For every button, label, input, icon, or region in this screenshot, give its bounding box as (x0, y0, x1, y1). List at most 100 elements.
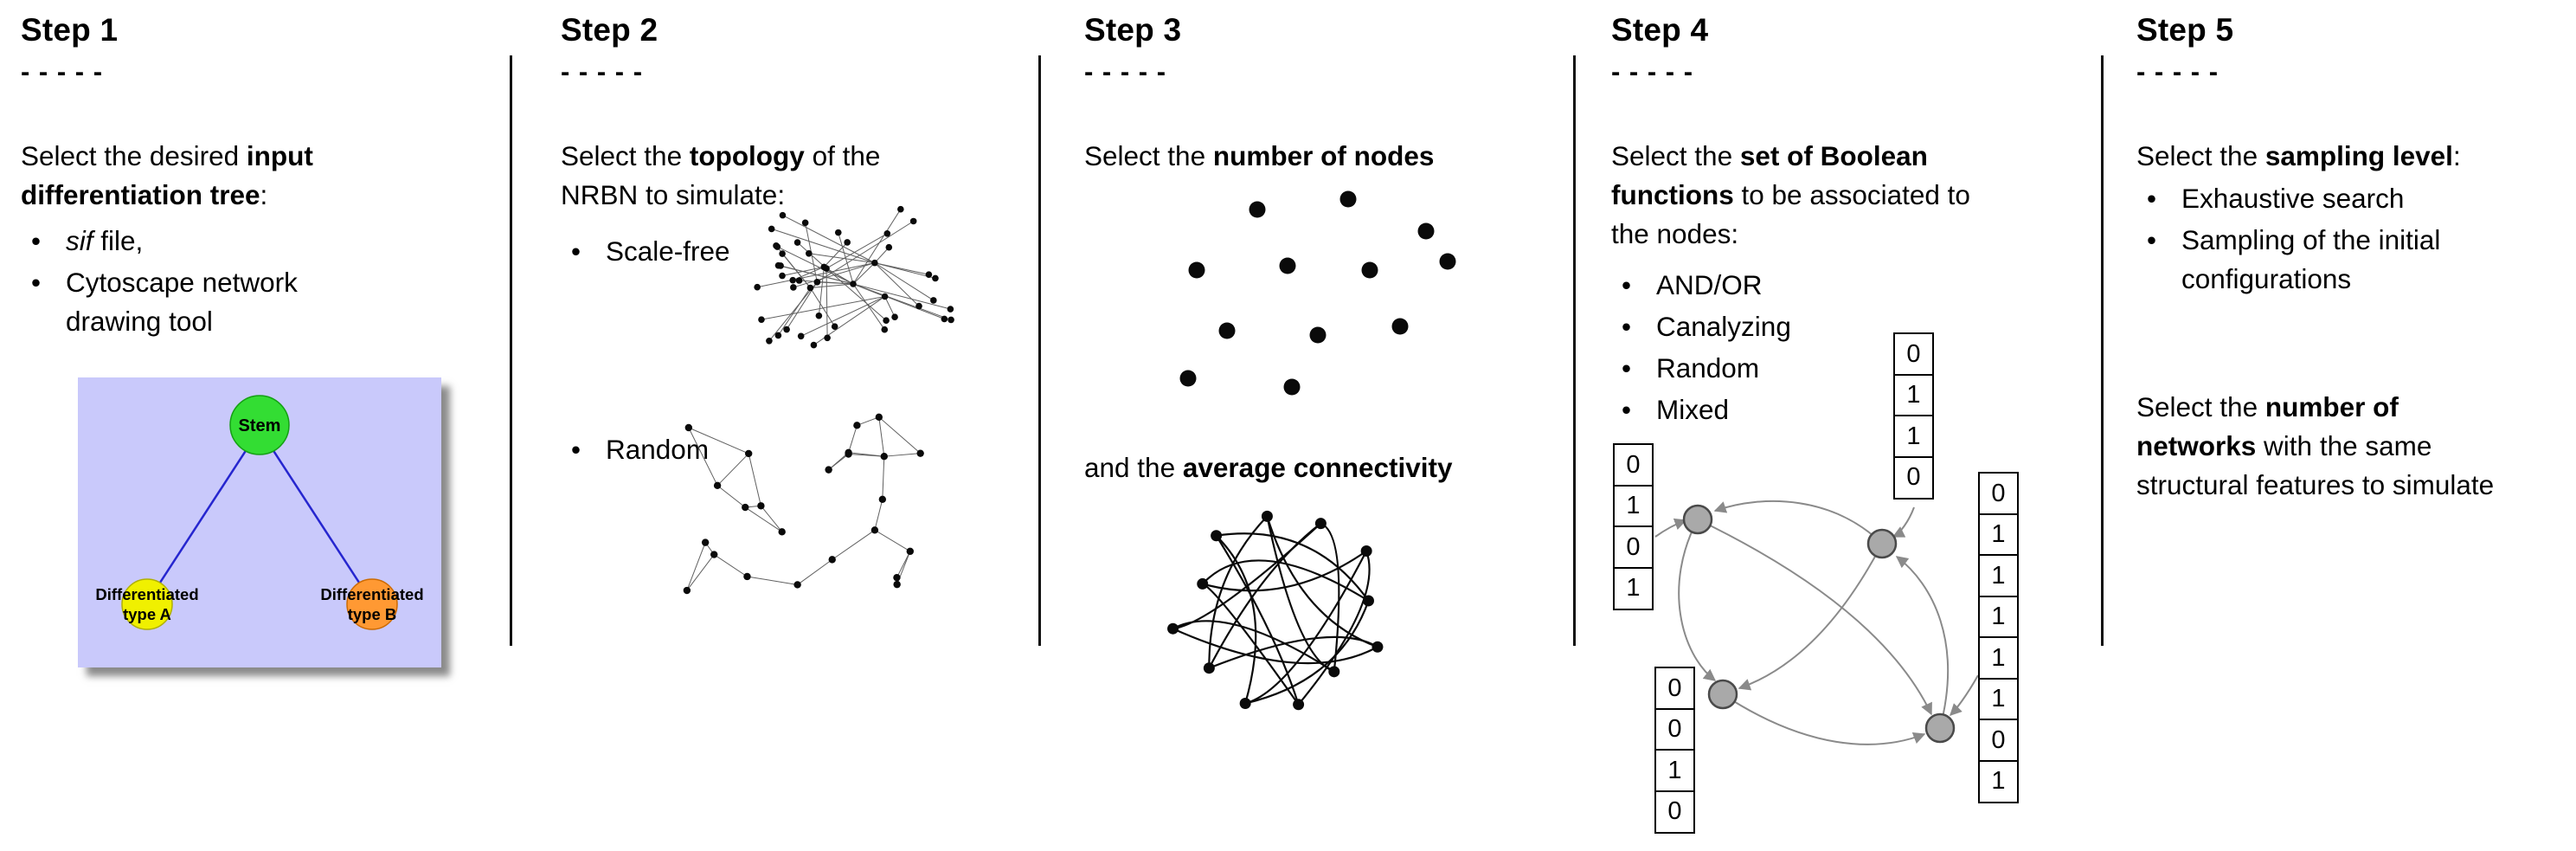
type-b-label-line1: Differentiated (320, 585, 423, 603)
bullet-text: Canalyzing (1656, 311, 1791, 342)
step4-intro: Select the set of Boolean functions to b… (1611, 140, 1970, 249)
type-a-label-line1: Differentiated (95, 585, 198, 603)
truth-table-cell: 0 (1978, 472, 2019, 515)
boolean-network-graphic (1654, 500, 1979, 745)
vertical-divider (1038, 55, 1041, 646)
step1-column: Step 1 - - - - - Select the desired inpu… (21, 0, 488, 851)
truth-table-cell: 0 (1654, 667, 1695, 710)
bullet-text: sif file, (66, 225, 144, 256)
truth-table-cell: 0 (1654, 790, 1695, 834)
step5-title: Step 5 (2136, 12, 2234, 48)
stem-node-label: Stem (239, 416, 281, 435)
truth-table-cell: 0 (1654, 707, 1695, 751)
bullet-icon: • (571, 434, 581, 465)
truth-table-cell: 1 (1978, 595, 2019, 639)
truth-table-cell: 1 (1613, 566, 1654, 610)
bullet-text: Cytoscape network drawing tool (66, 267, 298, 337)
boolean-function-option-mixed: • Mixed (1611, 390, 2096, 429)
regulation-arrow (1738, 543, 1883, 691)
bullet-icon: • (2147, 183, 2157, 214)
step4-title: Step 4 (1611, 12, 1709, 48)
step2-dashes: - - - - - (561, 56, 644, 87)
bullet-icon: • (2147, 224, 2157, 255)
bullet-text: Mixed (1656, 394, 1730, 425)
regulation-arrow (1722, 693, 1926, 745)
truth-table-cell: 0 (1893, 332, 1934, 376)
list-item: • Cytoscape network drawing tool (21, 263, 488, 341)
step4-dashes: - - - - - (1611, 56, 1694, 87)
bullet-icon: • (31, 225, 42, 256)
boolean-function-option-random: • Random (1611, 349, 2096, 388)
regulation-arrow (1713, 500, 1883, 545)
step1-bullet-list: • sif file, • Cytoscape network drawing … (21, 222, 488, 341)
step5-intro: Select the sampling level: (2136, 140, 2461, 171)
sampling-option-initial-configurations: • Sampling of the initial configurations (2136, 221, 2560, 299)
truth-table-cell: 1 (1978, 677, 2019, 721)
boolean-function-option-canalyzing: • Canalyzing (1611, 307, 2096, 346)
bullet-icon: • (1622, 269, 1632, 300)
bullet-icon: • (31, 267, 42, 298)
truth-table-cell: 1 (1613, 484, 1654, 528)
boolean-network-node (1707, 679, 1738, 710)
step5-networks-text: Select the number of networks with the s… (2136, 391, 2495, 500)
truth-table-cell: 1 (1893, 373, 1934, 417)
bullet-icon: • (571, 235, 581, 267)
bullet-icon: • (1622, 394, 1632, 425)
truth-table-cell: 1 (1654, 749, 1695, 792)
bullet-text: Random (606, 434, 710, 465)
truth-table-cell: 1 (1978, 759, 2019, 803)
truth-table-cell: 1 (1893, 415, 1934, 458)
truth-table-cell: 0 (1613, 443, 1654, 487)
regulation-arrow (1697, 519, 1932, 716)
step5-bullet-list: • Exhaustive search • Sampling of the in… (2136, 179, 2560, 299)
truth-table-cell: 1 (1978, 554, 2019, 597)
bullet-text: AND/OR (1656, 269, 1763, 300)
type-b-label-line2: type B (348, 605, 397, 623)
vertical-divider (2101, 55, 2104, 646)
bullet-text: Random (1656, 352, 1760, 384)
step4-column: Step 4 - - - - - Select the set of Boole… (1611, 0, 2096, 851)
scale-free-network-graphic (754, 205, 954, 349)
bullet-text: Exhaustive search (2181, 183, 2405, 214)
step1-intro: Select the desired input differentiation… (21, 140, 313, 210)
step4-bullet-list: • AND/OR • Canalyzing • Random • Mixed (1611, 266, 2096, 429)
step5-column: Step 5 - - - - - Select the sampling lev… (2136, 0, 2560, 851)
step1-title: Step 1 (21, 12, 119, 48)
truth-table-cell: 0 (1978, 719, 2019, 762)
regulation-arrow (1678, 519, 1717, 681)
step3-intro: Select the number of nodes (1084, 140, 1435, 171)
truth-table-cell: 1 (1978, 513, 2019, 557)
step3-connectivity-text: and the average connectivity (1084, 452, 1453, 483)
differentiated-type-b-node (346, 578, 398, 630)
step2-title: Step 2 (561, 12, 658, 48)
tree-edge (145, 429, 261, 603)
truth-table-cell: 0 (1613, 525, 1654, 569)
step3-title: Step 3 (1084, 12, 1182, 48)
vertical-divider (510, 55, 512, 646)
boolean-network-node (1924, 712, 1956, 744)
step2-intro: Select the topology of the NRBN to simul… (561, 140, 881, 210)
sampling-option-exhaustive: • Exhaustive search (2136, 179, 2560, 218)
regulation-arrow (1950, 674, 1979, 716)
type-a-label-line2: type A (123, 605, 171, 623)
topology-option-random: • Random (561, 430, 709, 469)
list-item: • sif file, (21, 222, 488, 261)
differentiation-tree-figure: Stem Differentiated type A Differentiate… (78, 377, 441, 667)
boolean-network-node (1682, 504, 1713, 535)
stem-node (229, 395, 290, 455)
regulation-arrow (1895, 556, 1950, 729)
truth-table-cell: 1 (1978, 636, 2019, 680)
step1-dashes: - - - - - (21, 56, 104, 87)
bullet-icon: • (1622, 352, 1632, 384)
truth-table-cell: 0 (1893, 455, 1934, 500)
step2-column: Step 2 - - - - - Select the topology of … (561, 0, 1024, 851)
bullet-text: Scale-free (606, 235, 730, 267)
boolean-function-option-andor: • AND/OR (1611, 266, 2096, 305)
connectivity-tangle-graphic (1167, 510, 1384, 711)
boolean-network-node (1866, 528, 1898, 559)
vertical-divider (1573, 55, 1576, 646)
